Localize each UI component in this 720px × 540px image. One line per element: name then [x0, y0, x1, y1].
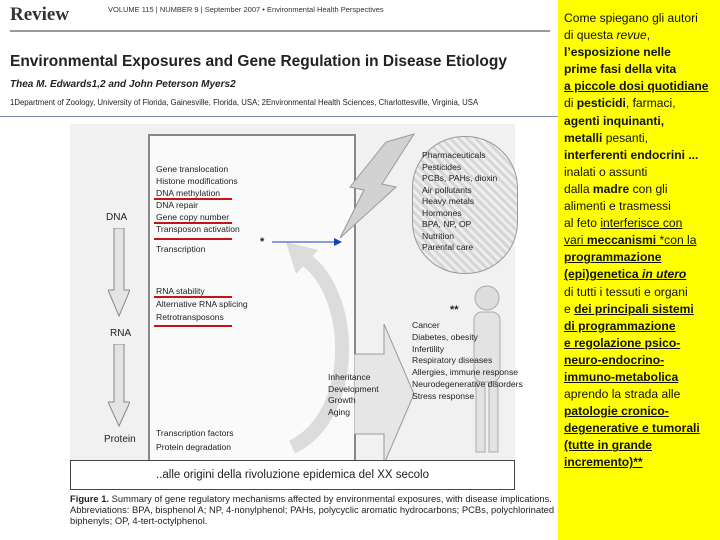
annotation-line: a piccole dosi quotidiane — [564, 79, 709, 94]
protein-item: Protein degradation — [156, 442, 232, 452]
level-label-protein: Protein — [104, 434, 136, 445]
dna-item: Transcription — [156, 244, 206, 254]
annotation-line: Come spiegano gli autori — [564, 11, 698, 25]
figure-separator — [0, 116, 558, 117]
level-label-dna: DNA — [106, 212, 128, 223]
annotation-line: prime fasi della vita — [564, 62, 677, 77]
disease-item: Diabetes, obesity — [412, 331, 478, 342]
exposures-cloud — [412, 136, 518, 274]
section-label: Review — [10, 4, 70, 25]
exposure-item: Heavy metals — [422, 196, 475, 206]
highlight-underline — [154, 238, 232, 240]
outcome-arrow-icon — [354, 324, 414, 464]
annotation-line: alimenti e trasmessi — [564, 199, 671, 214]
annotation-line: immuno-metabolica — [564, 369, 679, 384]
disease-item: Respiratory diseases — [412, 355, 493, 366]
pointer-line — [272, 238, 342, 246]
outcome-item: Development — [328, 383, 379, 394]
figure-diagram: DNA RNA Protein Gene translocation Histo… — [70, 124, 523, 489]
annotation-line: (tutte in grande — [564, 438, 653, 453]
exposure-item: Hormones — [422, 207, 462, 218]
figure-label: Figure 1. — [70, 493, 110, 504]
exposure-item: Parental care — [422, 242, 474, 252]
highlight-underline — [154, 325, 232, 327]
mechanisms-box: Gene translocation Histone modifications… — [148, 134, 356, 470]
exposure-item: Nutrition — [422, 230, 454, 241]
outcome-item: Aging — [328, 406, 350, 417]
dna-item: Gene translocation — [156, 164, 229, 174]
annotation-text: Come spiegano gli autori di questa revue… — [564, 10, 720, 472]
annotation-line: programmazione — [564, 250, 662, 265]
dna-item: DNA repair — [156, 200, 199, 210]
annotation-line: e dei principali sistemi — [564, 301, 694, 316]
disease-item: Cancer — [412, 320, 440, 330]
annotation-line: e regolazione psico- — [564, 335, 681, 350]
highlight-underline — [154, 296, 232, 298]
annotation-line: di tutti i tessuti e organi — [564, 284, 688, 299]
rna-item: Retrotransposons — [156, 312, 224, 322]
exposure-item: Pharmaceuticals — [422, 150, 486, 160]
annotation-line: agenti inquinanti, — [564, 113, 665, 128]
dna-item: Transposon activation — [156, 224, 240, 234]
outcome-item: Inheritance — [328, 372, 371, 382]
annotation-line: (epi)genetica in utero — [564, 267, 687, 282]
rna-item: RNA stability — [156, 286, 205, 296]
lightning-bolt-icon — [339, 133, 416, 239]
annotation-line: vari meccanismi *con la — [564, 233, 697, 248]
protein-item: Transcription factors — [156, 428, 234, 438]
annotation-line: al feto interferisce con — [564, 216, 683, 231]
disease-item: Neurodegenerative disorders — [412, 378, 523, 389]
marker-single: * — [260, 236, 265, 248]
annotation-line: di programmazione — [564, 318, 676, 333]
person-silhouette-icon — [473, 285, 501, 453]
article-affiliation: 1Department of Zoology, University of Fl… — [10, 98, 479, 107]
disease-item: Allergies, immune response — [412, 367, 519, 378]
outcomes-list: Inheritance Development Growth Aging — [328, 372, 379, 418]
dna-item: Gene copy number — [156, 212, 230, 222]
annotation-line: interferenti endocrini ... — [564, 147, 699, 162]
exposure-item: PCBs, PAHs, dioxin — [422, 173, 498, 183]
annotation-line: aprendo la strada alle — [564, 387, 681, 402]
annotation-line: degenerative e tumorali — [564, 421, 700, 436]
figure-caption-text: Summary of gene regulatory mechanisms af… — [70, 493, 555, 527]
exposures-list: Pharmaceuticals Pesticides PCBs, PAHs, d… — [422, 150, 497, 254]
disease-item: Infertility — [412, 343, 444, 354]
disease-item: Stress response — [412, 390, 475, 401]
annotation-line: di pesticidi, farmaci, — [564, 96, 676, 111]
article-title: Environmental Exposures and Gene Regulat… — [10, 53, 507, 70]
rna-item: Alternative RNA splicing — [156, 299, 248, 309]
feedback-arrow-icon — [286, 242, 350, 454]
highlight-underline — [154, 198, 232, 200]
article-authors: Thea M. Edwards1,2 and John Peterson Mye… — [10, 79, 236, 90]
exposure-item: Pesticides — [422, 161, 462, 172]
annotation-line: neuro-endocrino- — [564, 352, 665, 367]
outcome-item: Growth — [328, 395, 356, 405]
diseases-list: Cancer Diabetes, obesity Infertility Res… — [412, 320, 523, 403]
arrow-dna-to-rna-icon — [108, 228, 130, 318]
annotation-line: di questa revue, — [564, 28, 651, 43]
exposure-item: BPA, NP, OP — [422, 219, 472, 229]
dna-item: DNA methylation — [156, 188, 221, 198]
annotation-line: incremento)** — [564, 455, 643, 470]
annotation-panel: Come spiegano gli autori di questa revue… — [558, 0, 720, 540]
article-page: Review VOLUME 115 | NUMBER 9 | September… — [0, 4, 560, 527]
overlay-caption-box: ..alle origini della rivoluzione epidemi… — [70, 460, 515, 490]
dna-item: Histone modifications — [156, 176, 238, 186]
arrow-rna-to-protein-icon — [108, 344, 130, 428]
annotation-line: metalli pesanti, — [564, 130, 649, 145]
journal-line: VOLUME 115 | NUMBER 9 | September 2007 •… — [108, 5, 384, 14]
highlight-underline — [154, 222, 232, 224]
annotation-line: patologie cronico- — [564, 404, 669, 419]
overlay-caption: ..alle origini della rivoluzione epidemi… — [156, 469, 429, 481]
level-label-rna: RNA — [110, 328, 132, 339]
annotation-line: inalati o assunti — [564, 164, 648, 179]
annotation-line: dalla madre con gli — [564, 181, 668, 196]
annotation-line: l’esposizione nelle — [564, 45, 671, 60]
exposure-item: Air pollutants — [422, 184, 472, 195]
figure-caption: Figure 1. Summary of gene regulatory mec… — [70, 493, 560, 526]
header-rule — [10, 30, 550, 32]
marker-double: ** — [450, 304, 459, 316]
